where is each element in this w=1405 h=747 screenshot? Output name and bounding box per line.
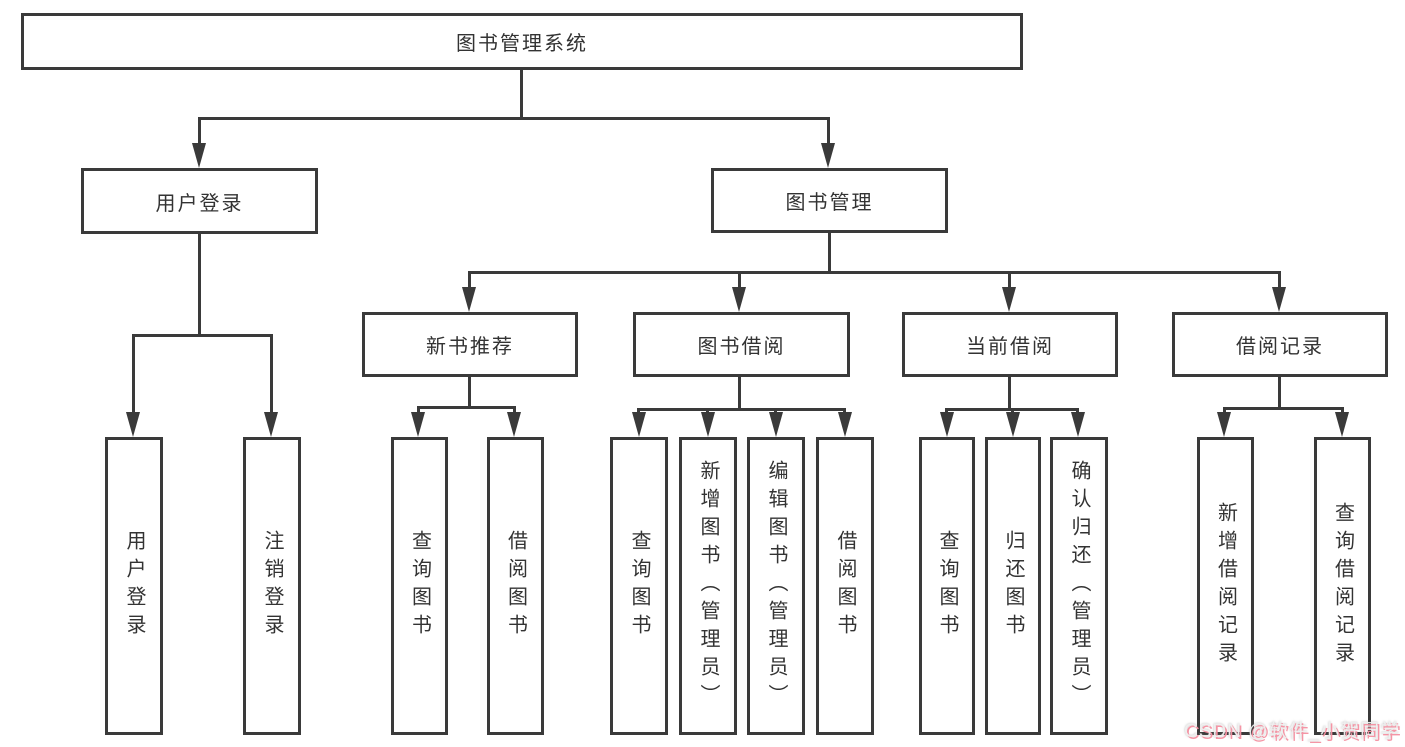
node-book-borrow-label: 图书借阅: [697, 336, 786, 358]
leaf-logout: 注销登录: [243, 437, 301, 735]
connector-book-management-rail: [468, 271, 1281, 274]
connector-new-book-rail: [417, 406, 516, 409]
leaf-borrow-books: 借阅图书: [816, 437, 874, 735]
leaf-borrow-books-recommend-label: 借阅图书: [504, 530, 527, 642]
node-current-borrow-label: 当前借阅: [966, 336, 1054, 358]
arrowhead-down-icon: [1002, 287, 1016, 312]
arrowhead-down-icon: [769, 412, 783, 437]
connector-current-borrow-stem: [1008, 376, 1011, 409]
connector-drop: [417, 408, 420, 414]
leaf-user-login: 用户登录: [105, 437, 163, 735]
leaf-query-books-recommend-label: 查询图书: [408, 530, 431, 642]
csdn-watermark: CSDN @软件_小贺同学: [1184, 721, 1400, 742]
connector-drop: [1341, 409, 1344, 414]
leaf-query-books-current: 查询图书: [919, 437, 975, 735]
arrowhead-down-icon: [701, 412, 715, 437]
arrowhead-down-icon: [1335, 412, 1349, 437]
connector-drop-user-login: [198, 118, 201, 146]
connector-book-borrow-rail: [637, 408, 846, 411]
node-new-book-recommend: 新书推荐: [362, 312, 578, 377]
connector-drop-book-management: [827, 118, 830, 146]
node-root: 图书管理系统: [21, 13, 1023, 70]
arrowhead-down-icon: [821, 143, 835, 168]
leaf-borrow-books-label: 借阅图书: [834, 530, 856, 642]
leaf-query-borrow-record: 查询借阅记录: [1314, 437, 1371, 735]
connector-drop-current-borrow: [1008, 273, 1011, 289]
arrowhead-down-icon: [1006, 412, 1020, 437]
connector-borrow-records-rail: [1223, 407, 1344, 410]
leaf-add-book-admin-label: 新增图书（管理员）: [697, 460, 719, 712]
leaf-user-login-label: 用户登录: [123, 530, 145, 642]
arrowhead-down-icon: [507, 412, 521, 437]
connector-book-borrow-stem: [738, 376, 741, 409]
connector-book-management-stem: [828, 233, 831, 272]
connector-current-borrow-rail: [945, 408, 1079, 411]
connector-user-login-rail: [132, 334, 273, 337]
node-borrow-records-label: 借阅记录: [1236, 336, 1324, 358]
connector-drop-borrow-records: [1278, 273, 1281, 289]
node-borrow-records: 借阅记录: [1172, 312, 1388, 377]
arrowhead-down-icon: [192, 143, 206, 168]
connector-root-stem: [520, 70, 523, 118]
arrowhead-down-icon: [940, 412, 954, 437]
leaf-confirm-return-admin-label: 确认归还（管理员）: [1068, 460, 1090, 712]
connector-borrow-records-stem: [1278, 376, 1281, 408]
leaf-query-books-recommend: 查询图书: [391, 437, 448, 735]
leaf-query-books-borrow: 查询图书: [610, 437, 668, 735]
leaf-return-books-label: 归还图书: [1002, 530, 1024, 642]
node-root-label: 图书管理系统: [456, 33, 588, 55]
leaf-confirm-return-admin: 确认归还（管理员）: [1050, 437, 1108, 735]
node-book-borrow: 图书借阅: [633, 312, 850, 377]
leaf-logout-label: 注销登录: [261, 530, 283, 642]
node-book-management-label: 图书管理: [785, 192, 874, 214]
leaf-query-borrow-record-label: 查询借阅记录: [1331, 502, 1354, 670]
node-new-book-recommend-label: 新书推荐: [426, 336, 514, 358]
arrowhead-down-icon: [462, 287, 476, 312]
connector-user-login-stem: [198, 233, 201, 335]
node-user-login-label: 用户登录: [155, 192, 244, 215]
connector-drop-logout-leaf: [270, 336, 273, 414]
connector-root-rail: [198, 117, 830, 120]
leaf-return-books: 归还图书: [985, 437, 1041, 735]
leaf-edit-book-admin-label: 编辑图书（管理员）: [765, 460, 787, 712]
arrowhead-down-icon: [1217, 412, 1231, 437]
arrowhead-down-icon: [264, 412, 278, 437]
leaf-borrow-books-recommend: 借阅图书: [487, 437, 544, 735]
arrowhead-down-icon: [1071, 412, 1085, 437]
node-user-login: 用户登录: [81, 168, 318, 234]
arrowhead-down-icon: [732, 287, 746, 312]
connector-drop-new-book: [468, 273, 471, 289]
arrowhead-down-icon: [838, 412, 852, 437]
connector-drop: [1223, 409, 1226, 414]
arrowhead-down-icon: [126, 412, 140, 437]
node-book-management: 图书管理: [711, 168, 948, 233]
leaf-query-books-current-label: 查询图书: [936, 530, 958, 642]
node-current-borrow: 当前借阅: [902, 312, 1118, 377]
leaf-edit-book-admin: 编辑图书（管理员）: [747, 437, 805, 735]
connector-drop-login-leaf: [132, 336, 135, 414]
leaf-add-borrow-record: 新增借阅记录: [1197, 437, 1254, 735]
connector-drop: [513, 408, 516, 414]
connector-drop-book-borrow: [738, 273, 741, 289]
connector-new-book-stem: [468, 376, 471, 407]
arrowhead-down-icon: [411, 412, 425, 437]
leaf-add-borrow-record-label: 新增借阅记录: [1214, 502, 1237, 670]
arrowhead-down-icon: [1272, 287, 1286, 312]
arrowhead-down-icon: [632, 412, 646, 437]
leaf-add-book-admin: 新增图书（管理员）: [679, 437, 737, 735]
leaf-query-books-borrow-label: 查询图书: [628, 530, 650, 642]
